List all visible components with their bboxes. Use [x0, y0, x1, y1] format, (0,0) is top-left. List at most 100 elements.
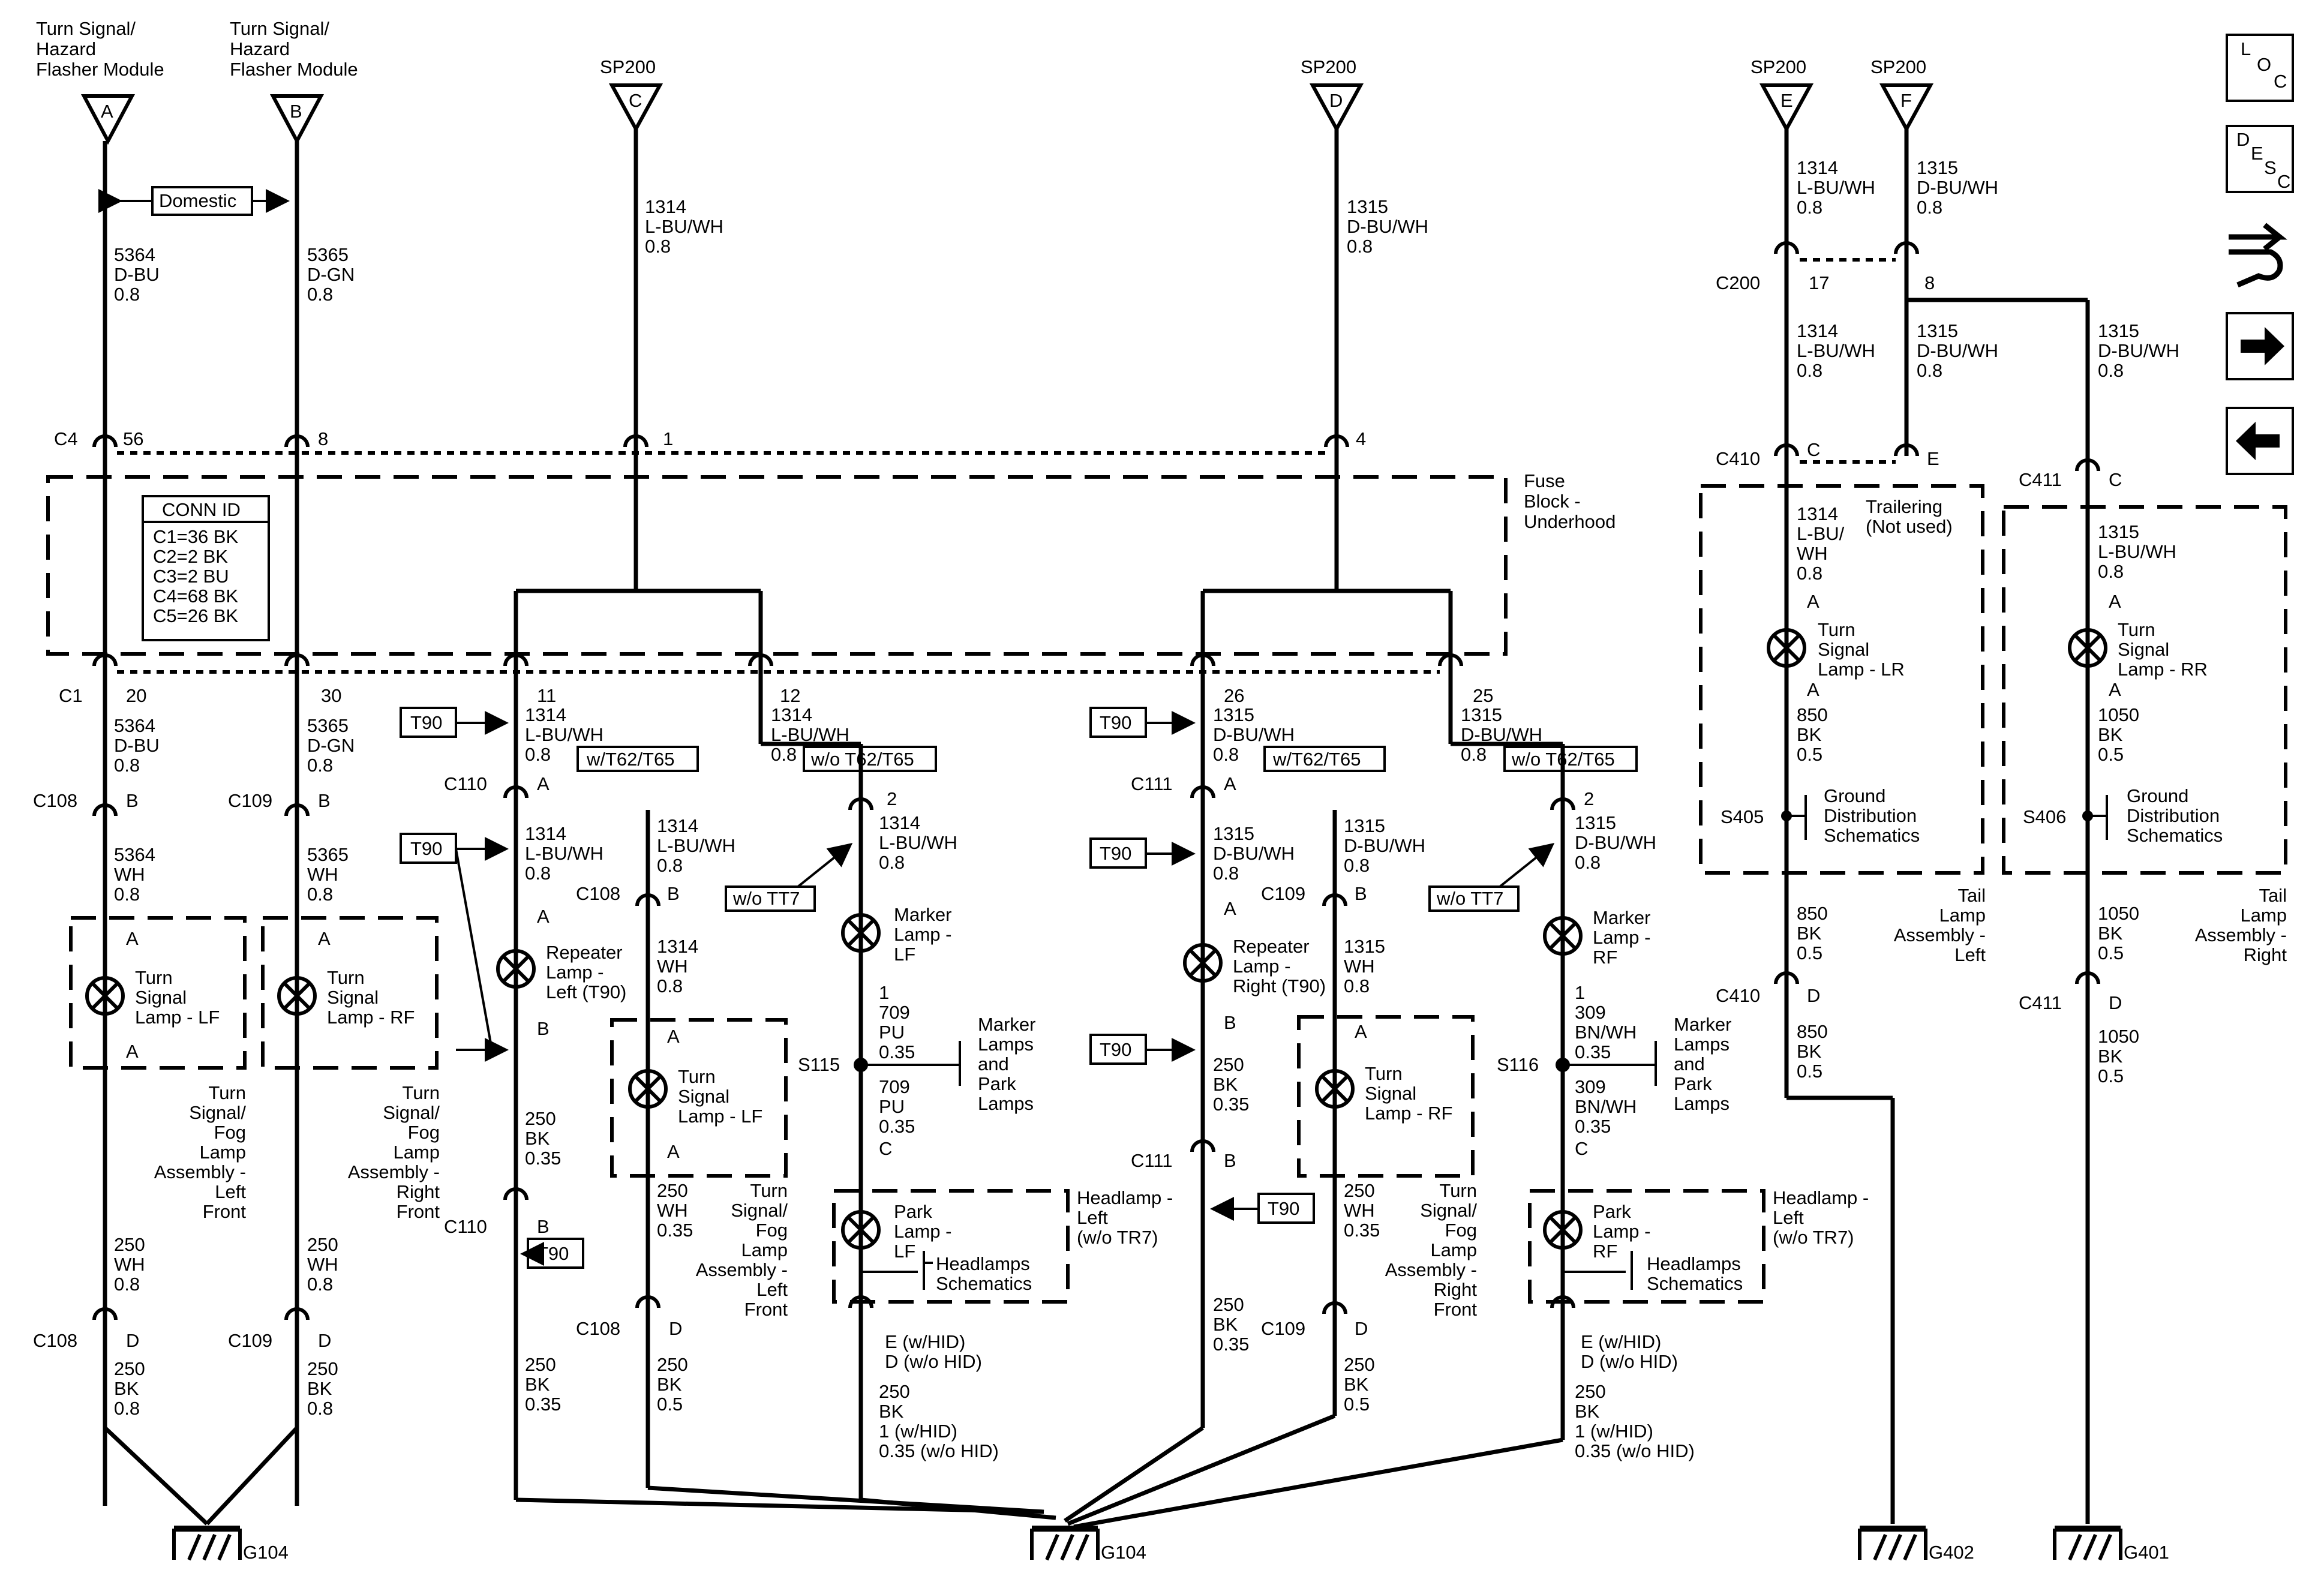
wire-label: BN/WH: [1575, 1096, 1637, 1117]
pin-label: 17: [1809, 272, 1829, 293]
assembly-label: Front: [203, 1201, 247, 1222]
assembly-label: Assembly -: [2195, 924, 2287, 945]
pin-label: E: [1927, 448, 1939, 469]
wire-label: 1 (w/HID): [879, 1421, 957, 1442]
wire-label: 0.8: [114, 755, 140, 776]
sp200-c-label: SP200: [600, 56, 656, 77]
wire-labels: 5364 D-BU 0.8 5364 D-BU 0.8 5364 WH 0.8 …: [114, 157, 2179, 1461]
t90-option: T90: [537, 1243, 569, 1264]
connector-c110: C110: [444, 1216, 487, 1237]
wire-label: 0.8: [657, 975, 683, 996]
pin-label: 1: [1575, 982, 1585, 1003]
ground-g401: G401: [2124, 1542, 2169, 1563]
wire-label: 1050: [2098, 704, 2139, 725]
previous-page-arrow-icon[interactable]: [2226, 407, 2294, 475]
wire-label: 0.8: [1344, 975, 1370, 996]
pin-label: C: [1807, 439, 1820, 460]
pin-label: A: [2109, 679, 2121, 700]
ground-g104: G104: [243, 1542, 289, 1563]
component-label: Lamp - RR: [2118, 659, 2208, 680]
wire-label: 1314: [657, 815, 698, 836]
terminal-c-letter: C: [629, 90, 642, 111]
terminal-f-letter: F: [1900, 90, 1912, 111]
terminal-c-triangle: [608, 83, 663, 133]
wire-label: BK: [1797, 923, 1822, 944]
terminal-group: Turn Signal/ Hazard Flasher Module A Tur…: [36, 18, 1934, 145]
wire-label: E (w/HID): [1581, 1331, 1661, 1352]
wire-label: E (w/HID): [885, 1331, 965, 1352]
component-label: Lamp -: [894, 924, 951, 945]
wire-label: WH: [114, 864, 145, 885]
component-label: Lamp - LF: [678, 1106, 762, 1127]
component-label: Lamp - RF: [327, 1007, 415, 1028]
assembly-label: Right: [397, 1181, 440, 1202]
marker-park-ref: and: [978, 1053, 1009, 1074]
wo-t62-t65-option: w/o T62/T65: [810, 749, 914, 770]
ground-distribution-ref: Distribution: [1824, 805, 1917, 826]
wire-label: 250: [657, 1354, 688, 1375]
desc-icon[interactable]: D E S C: [2226, 125, 2294, 193]
wire-label: 250: [1575, 1381, 1606, 1402]
wire-label: 0.5: [2098, 1065, 2124, 1086]
wire-label: 0.5: [2098, 942, 2124, 963]
wire-label: BK: [2098, 724, 2123, 745]
wire-label: 0.8: [307, 1398, 333, 1419]
pin-label: C: [2109, 469, 2122, 490]
loc-icon[interactable]: L O C: [2226, 34, 2294, 102]
conn-id-row: C1=36 BK: [153, 526, 239, 547]
component-label: Lamp -: [894, 1221, 951, 1242]
component-label: Marker: [1593, 907, 1650, 928]
pin-label: 8: [318, 428, 328, 449]
wire-label: D-BU/WH: [1347, 216, 1428, 237]
wire-label: 0.8: [2098, 561, 2124, 582]
sp200-f-label: SP200: [1870, 56, 1926, 77]
wire-label: 709: [879, 1076, 910, 1097]
wire-label: L-BU/WH: [645, 216, 723, 237]
wire-label: D-BU: [114, 264, 160, 285]
connector-c411: C411: [2019, 469, 2062, 490]
terminal-e-letter: E: [1780, 90, 1793, 111]
wire-label: 250: [657, 1180, 688, 1201]
wire-label: BK: [1213, 1314, 1238, 1335]
fuse-block-label-1: Fuse: [1524, 470, 1565, 491]
assembly-label: Lamp: [1430, 1239, 1477, 1260]
wire-label: 0.8: [1213, 863, 1239, 884]
connector-labels: C4 56 8 1 4 C1 20 30 11 12 26 25 C108 B …: [33, 272, 2122, 1351]
connector-c109: C109: [228, 1330, 272, 1351]
connector-c109: C109: [228, 790, 272, 811]
assembly-label: Left: [1077, 1207, 1108, 1228]
pin-label: 30: [321, 685, 341, 706]
wire-label: 5365: [307, 844, 349, 865]
wire-label: 250: [1213, 1294, 1244, 1315]
assembly-label: Lamp: [2240, 905, 2287, 926]
fuse-block-box: [46, 475, 1508, 656]
wire-label: 250: [525, 1108, 556, 1129]
wire-label: 1315: [2098, 521, 2139, 542]
terminal-d-letter: D: [1329, 90, 1343, 111]
assembly-label: Assembly -: [1385, 1259, 1477, 1280]
component-label: Turn: [1365, 1063, 1403, 1084]
wire-label: 0.35: [1213, 1094, 1249, 1115]
wo-tt7-option: w/o TT7: [1436, 888, 1503, 909]
wire-label: WH: [657, 956, 688, 977]
component-label: Signal: [327, 987, 379, 1008]
wire-label: 0.8: [307, 1274, 333, 1295]
wire-label: 0.35: [1575, 1041, 1611, 1062]
next-page-arrow-icon[interactable]: [2226, 312, 2294, 380]
component-label: Park: [1593, 1201, 1631, 1222]
schematic-ref: Headlamps: [1647, 1253, 1741, 1274]
wire-label: WH: [1797, 543, 1828, 564]
wire-label: 5364: [114, 844, 155, 865]
component-label: Repeater: [1233, 936, 1310, 957]
wire-label: 850: [1797, 704, 1828, 725]
sp200-d-label: SP200: [1301, 56, 1356, 77]
connector-c1: C1: [59, 685, 83, 706]
pin-label: B: [1224, 1012, 1236, 1033]
wire-label: 0.8: [1461, 744, 1487, 765]
component-labels: Turn Signal Lamp - LF Turn Signal Lamp -…: [126, 591, 2208, 1262]
assembly-label: Tail: [1957, 885, 1986, 906]
pin-label: 11: [537, 685, 556, 706]
wire-label: 0.8: [114, 1274, 140, 1295]
connector-tool-icon[interactable]: [2229, 223, 2287, 288]
connector-c111: C111: [1131, 773, 1173, 794]
